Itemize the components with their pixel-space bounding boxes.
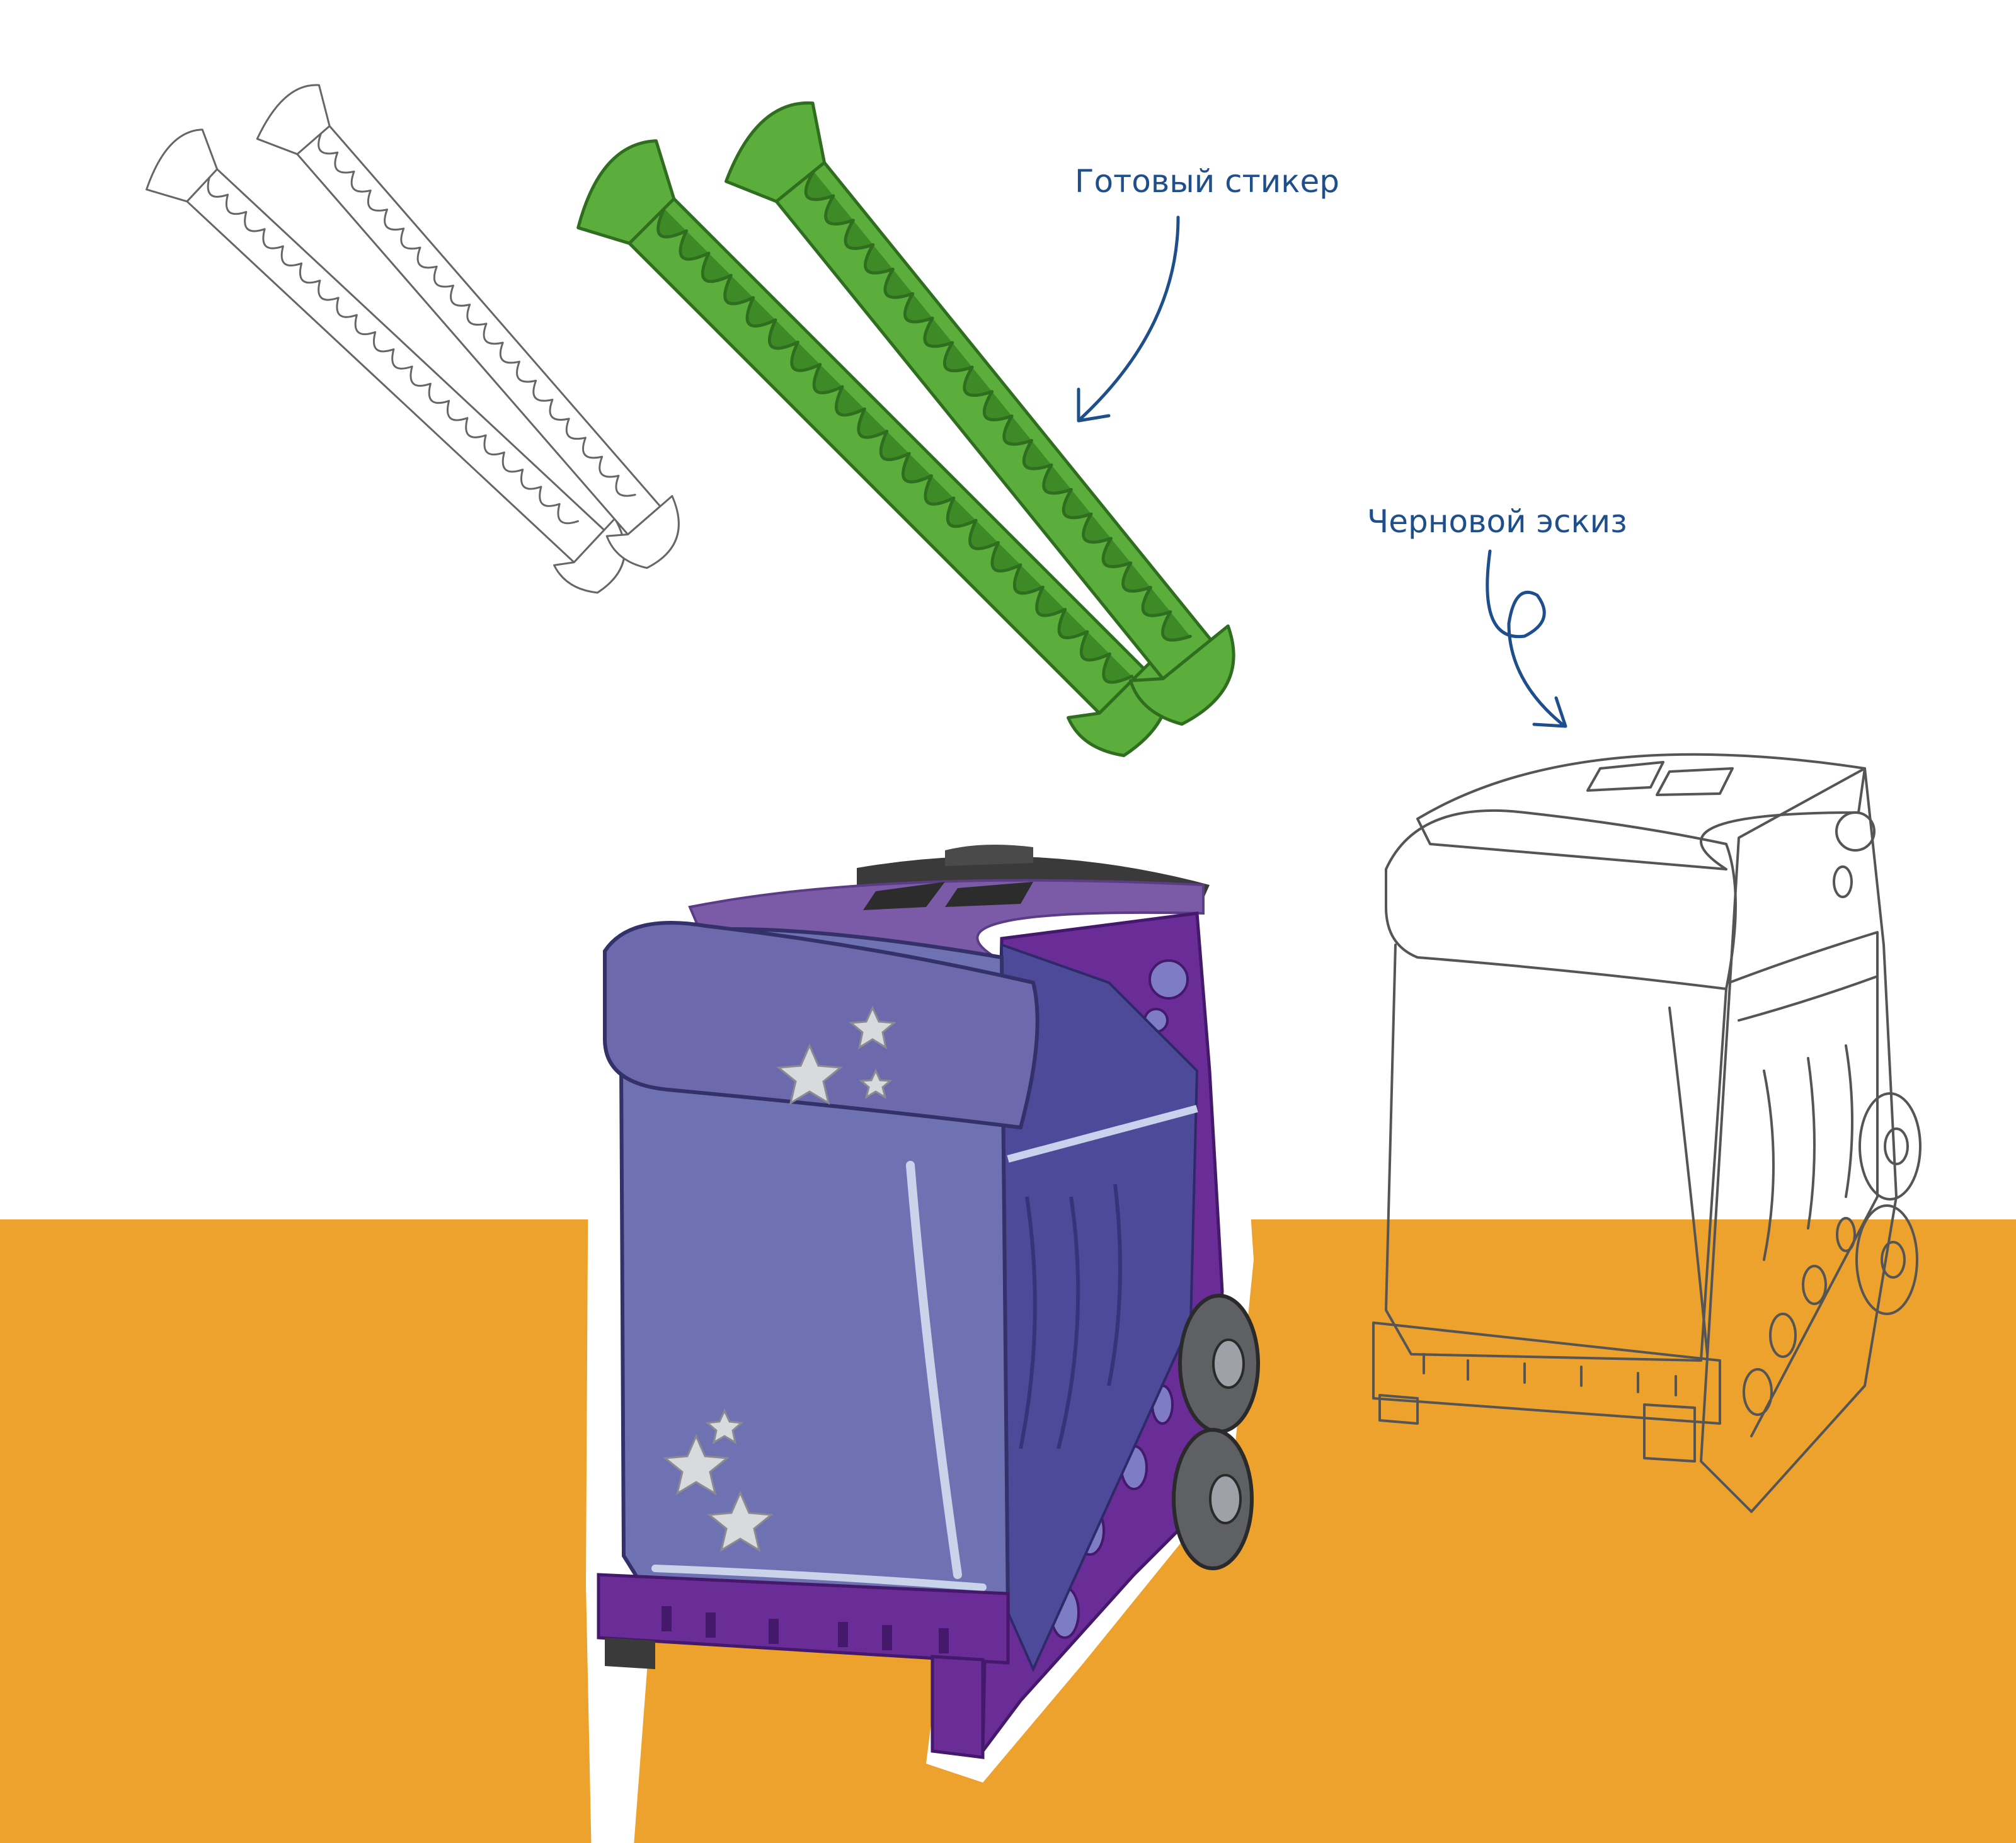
bag-wheel-bottom-icon [1172,1428,1254,1570]
sketch-skate-bag-icon [1372,753,1922,1513]
sticker-skate-bag-icon [586,841,1260,1843]
bag-wheel-top-icon [1178,1294,1260,1434]
sticker-skate-guards-icon [576,101,1235,757]
arrow-to-sticker-head [1077,387,1111,423]
arrow-to-sticker [1079,215,1180,421]
arrow-to-sketch-head [1532,696,1567,728]
bag-stars-icon [663,1005,896,1553]
arrow-to-sketch [1486,549,1564,726]
rough-sketch-label: Черновой эскиз [1367,503,1627,540]
sketch-skate-guards-icon [146,84,680,594]
finished-sticker-label: Готовый стикер [1075,163,1339,200]
